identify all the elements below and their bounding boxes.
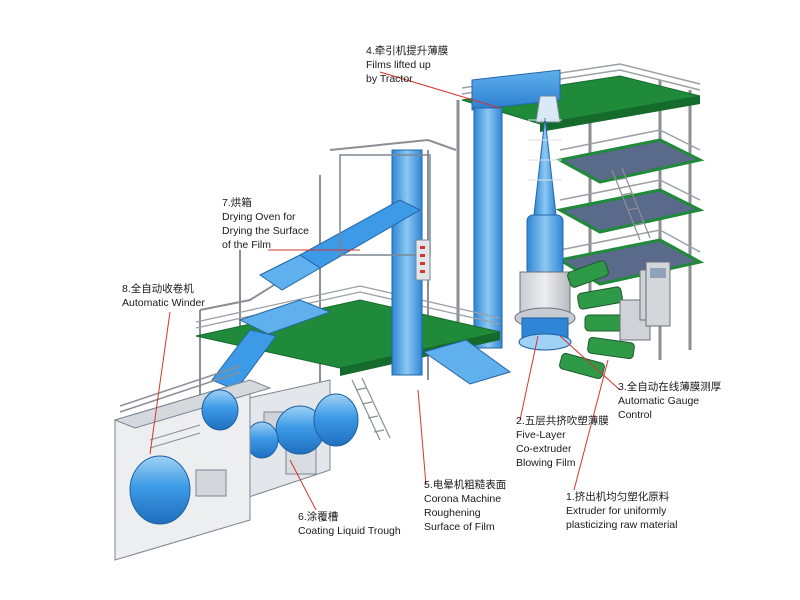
label-corona-en1: Corona Machine (424, 493, 502, 505)
film-bubble (526, 117, 564, 276)
label-gauge: 3.全自动在线薄膜测厚 Automatic Gauge Control (618, 380, 721, 422)
drying-oven (339, 154, 431, 256)
label-extruder-cn: 1.挤出机均匀塑化原料 (566, 491, 670, 503)
middle-stairs (351, 377, 391, 441)
label-winder-en1: Automatic Winder (122, 297, 205, 309)
label-drying-oven-en2: Drying the Surface (222, 225, 309, 237)
leader-gauge (559, 335, 621, 391)
label-drying-oven-cn: 7.烘箱 (222, 197, 252, 209)
label-coextruder: 2.五层共挤吹塑薄膜 Five-Layer Co-extruder Blowin… (516, 414, 609, 470)
label-drying-oven-en3: of the Film (222, 239, 272, 251)
label-coextruder-en1: Five-Layer (516, 429, 566, 441)
label-film-tractor-en2: by Tractor (366, 73, 413, 85)
label-coextruder-en2: Co-extruder (516, 443, 572, 455)
tower-lower-platform (555, 188, 705, 234)
label-extruder: 1.挤出机均匀塑化原料 Extruder for uniformly plast… (566, 490, 677, 532)
film-tractor (471, 69, 561, 349)
coating-trough (239, 379, 359, 501)
label-gauge-en2: Control (618, 409, 652, 421)
leader-lines (149, 71, 621, 511)
label-drying-oven-en1: Drying Oven for (222, 211, 296, 223)
label-corona-cn: 5.电晕机粗糙表面 (424, 479, 507, 491)
label-corona: 5.电晕机粗糙表面 Corona Machine Roughening Surf… (424, 478, 506, 534)
leader-extruder (573, 359, 609, 491)
leader-film-tractor (379, 71, 501, 109)
leader-coextruder (519, 335, 539, 421)
co-extruder-die (514, 271, 576, 351)
label-winder: 8.全自动收卷机 Automatic Winder (122, 282, 205, 310)
label-winder-cn: 8.全自动收卷机 (122, 283, 194, 295)
extruders (559, 260, 671, 380)
label-trough-en1: Coating Liquid Trough (298, 525, 401, 537)
label-gauge-en1: Automatic Gauge (618, 395, 700, 407)
automatic-winder (113, 365, 272, 561)
label-corona-en3: Surface of Film (424, 521, 495, 533)
label-corona-en2: Roughening (424, 507, 481, 519)
film-web (211, 149, 512, 391)
label-trough: 6.涂覆槽 Coating Liquid Trough (298, 510, 401, 538)
label-film-tractor: 4.牵引机提升薄膜 Films lifted up by Tractor (366, 44, 448, 86)
label-film-tractor-en1: Films lifted up (366, 59, 431, 71)
label-extruder-en2: plasticizing raw material (566, 519, 678, 531)
label-coextruder-cn: 2.五层共挤吹塑薄膜 (516, 415, 609, 427)
leader-corona (417, 389, 427, 486)
label-extruder-en1: Extruder for uniformly (566, 505, 667, 517)
leader-winder (149, 311, 171, 455)
label-gauge-cn: 3.全自动在线薄膜测厚 (618, 381, 722, 393)
leader-trough (289, 459, 317, 511)
label-trough-cn: 6.涂覆槽 (298, 511, 339, 523)
label-film-tractor-cn: 4.牵引机提升薄膜 (366, 45, 449, 57)
label-coextruder-en3: Blowing Film (516, 457, 576, 469)
tower-mid-platform (555, 138, 705, 184)
label-drying-oven: 7.烘箱 Drying Oven for Drying the Surface … (222, 196, 309, 252)
